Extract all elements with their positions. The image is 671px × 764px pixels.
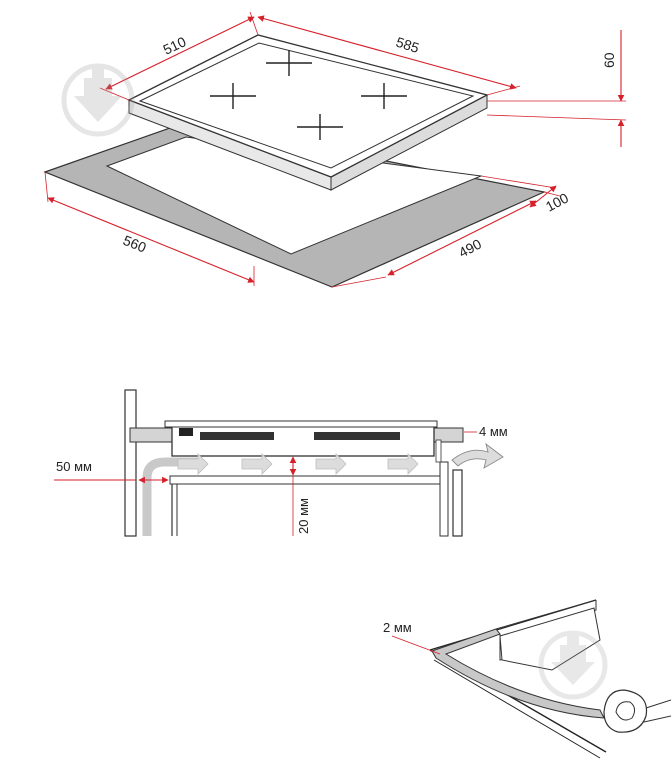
dimension-585: 585 <box>257 15 521 96</box>
cabinet-right-panel <box>439 461 449 537</box>
airflow-channel <box>142 457 200 536</box>
dimension-560-label: 560 <box>121 232 149 256</box>
cooktop-glass <box>164 420 438 428</box>
cooktop-body <box>171 425 435 457</box>
cooktop-frame-block <box>499 607 601 671</box>
ventilation-section: 4 мм 50 мм 20 мм <box>54 389 508 537</box>
cooktop-control <box>179 428 193 436</box>
cooktop-heater-right <box>314 432 400 440</box>
airflow-arrows <box>177 453 419 475</box>
cooktop-isometric: 510 585 60 560 490 <box>43 11 627 288</box>
front-gap-box <box>435 439 442 463</box>
countertop-edge-back <box>433 659 601 759</box>
dimension-60: 60 <box>486 30 627 147</box>
cabinet-shelf <box>169 475 441 485</box>
seal-detail: 2 мм <box>383 599 671 759</box>
cooktop-heater-left <box>200 432 274 440</box>
seal-roll-icon <box>603 689 671 733</box>
shovel-drop-logo-icon <box>61 63 135 137</box>
left-wall <box>124 389 137 537</box>
airflow-exit-arrow <box>451 442 504 469</box>
shovel-drop-logo-icon <box>538 630 608 700</box>
dimension-510-label: 510 <box>161 33 189 57</box>
dimension-60-label: 60 <box>601 52 617 68</box>
dimension-585-label: 585 <box>394 34 421 57</box>
side-gap-label: 50 мм <box>56 459 92 474</box>
seal-thickness-label: 2 мм <box>383 620 412 635</box>
seal-strip <box>431 628 605 719</box>
front-gap-label: 4 мм <box>479 424 508 439</box>
under-gap-label: 20 мм <box>296 498 311 534</box>
seal-thickness-leader <box>391 635 441 655</box>
cabinet-front-panel <box>452 469 463 537</box>
